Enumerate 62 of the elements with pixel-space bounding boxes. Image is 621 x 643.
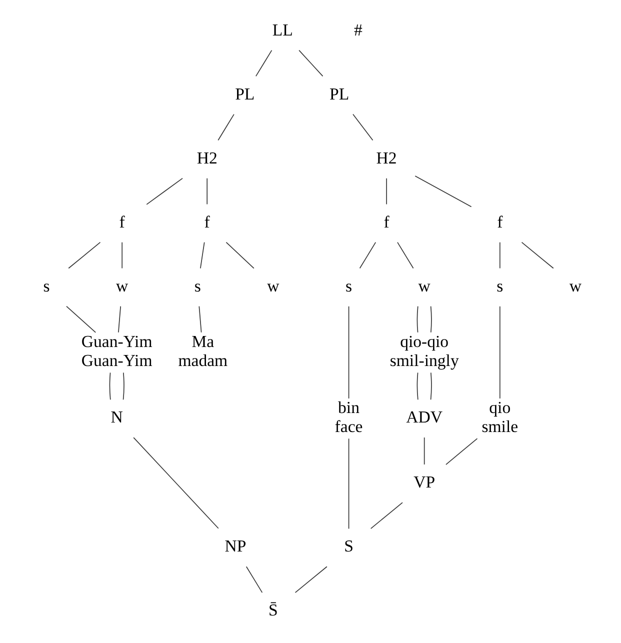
connector	[423, 437, 424, 465]
node-text: s	[496, 276, 503, 296]
node-text: H2	[376, 148, 396, 168]
connector	[146, 178, 182, 205]
node-text: Guan-Yim Guan-Yim	[80, 332, 152, 370]
connector	[118, 306, 121, 333]
connector	[225, 242, 254, 269]
connector	[108, 372, 110, 400]
node-text: qio smile	[481, 398, 518, 436]
node-text: H2	[196, 148, 217, 168]
node-text: NP	[224, 536, 246, 556]
connector	[245, 566, 262, 593]
connector	[66, 306, 96, 333]
connector	[498, 242, 500, 269]
node-text: f	[204, 212, 210, 232]
connector	[445, 438, 478, 465]
node-text: f	[383, 212, 389, 232]
connector	[132, 437, 218, 529]
node-text: ADV	[406, 408, 442, 427]
node-text: f	[118, 212, 124, 232]
connector	[352, 114, 373, 141]
node-text: S	[344, 536, 353, 556]
connector	[396, 242, 414, 269]
connector	[122, 372, 124, 400]
connector	[255, 50, 272, 77]
node-text: VP	[413, 472, 435, 492]
node-text: f	[496, 212, 502, 232]
connector	[298, 50, 323, 77]
connector	[68, 242, 100, 269]
connector	[370, 502, 402, 529]
connector	[121, 242, 122, 269]
connector	[358, 242, 376, 269]
node-text: w	[568, 276, 582, 296]
node-text: s	[194, 276, 200, 296]
node-text: PL	[329, 84, 349, 104]
connector	[414, 176, 472, 208]
node-text: w	[418, 276, 430, 296]
node-text: s	[345, 276, 352, 296]
node-text: w	[266, 276, 279, 296]
connector	[416, 372, 418, 400]
connector	[430, 372, 432, 400]
connector	[348, 438, 349, 530]
connector	[416, 306, 418, 333]
connector	[498, 306, 500, 399]
node-text: PL	[234, 84, 254, 104]
node-text: #	[354, 20, 362, 40]
node-text: N	[110, 408, 122, 427]
node-text: LL	[272, 20, 292, 40]
node-text: w	[116, 276, 128, 296]
connector	[217, 114, 234, 141]
node-text: bin face	[334, 398, 362, 436]
connector	[520, 242, 554, 269]
connector	[294, 566, 327, 593]
connector	[198, 306, 202, 333]
connector	[206, 178, 208, 205]
connector	[348, 306, 349, 399]
node-text: S̄	[268, 600, 278, 620]
node-text: Ma madam	[178, 332, 228, 370]
node-text: s	[42, 276, 50, 296]
connector	[430, 306, 432, 333]
node-text: qio-qio smil-ingly	[389, 332, 458, 370]
connector	[200, 242, 204, 269]
